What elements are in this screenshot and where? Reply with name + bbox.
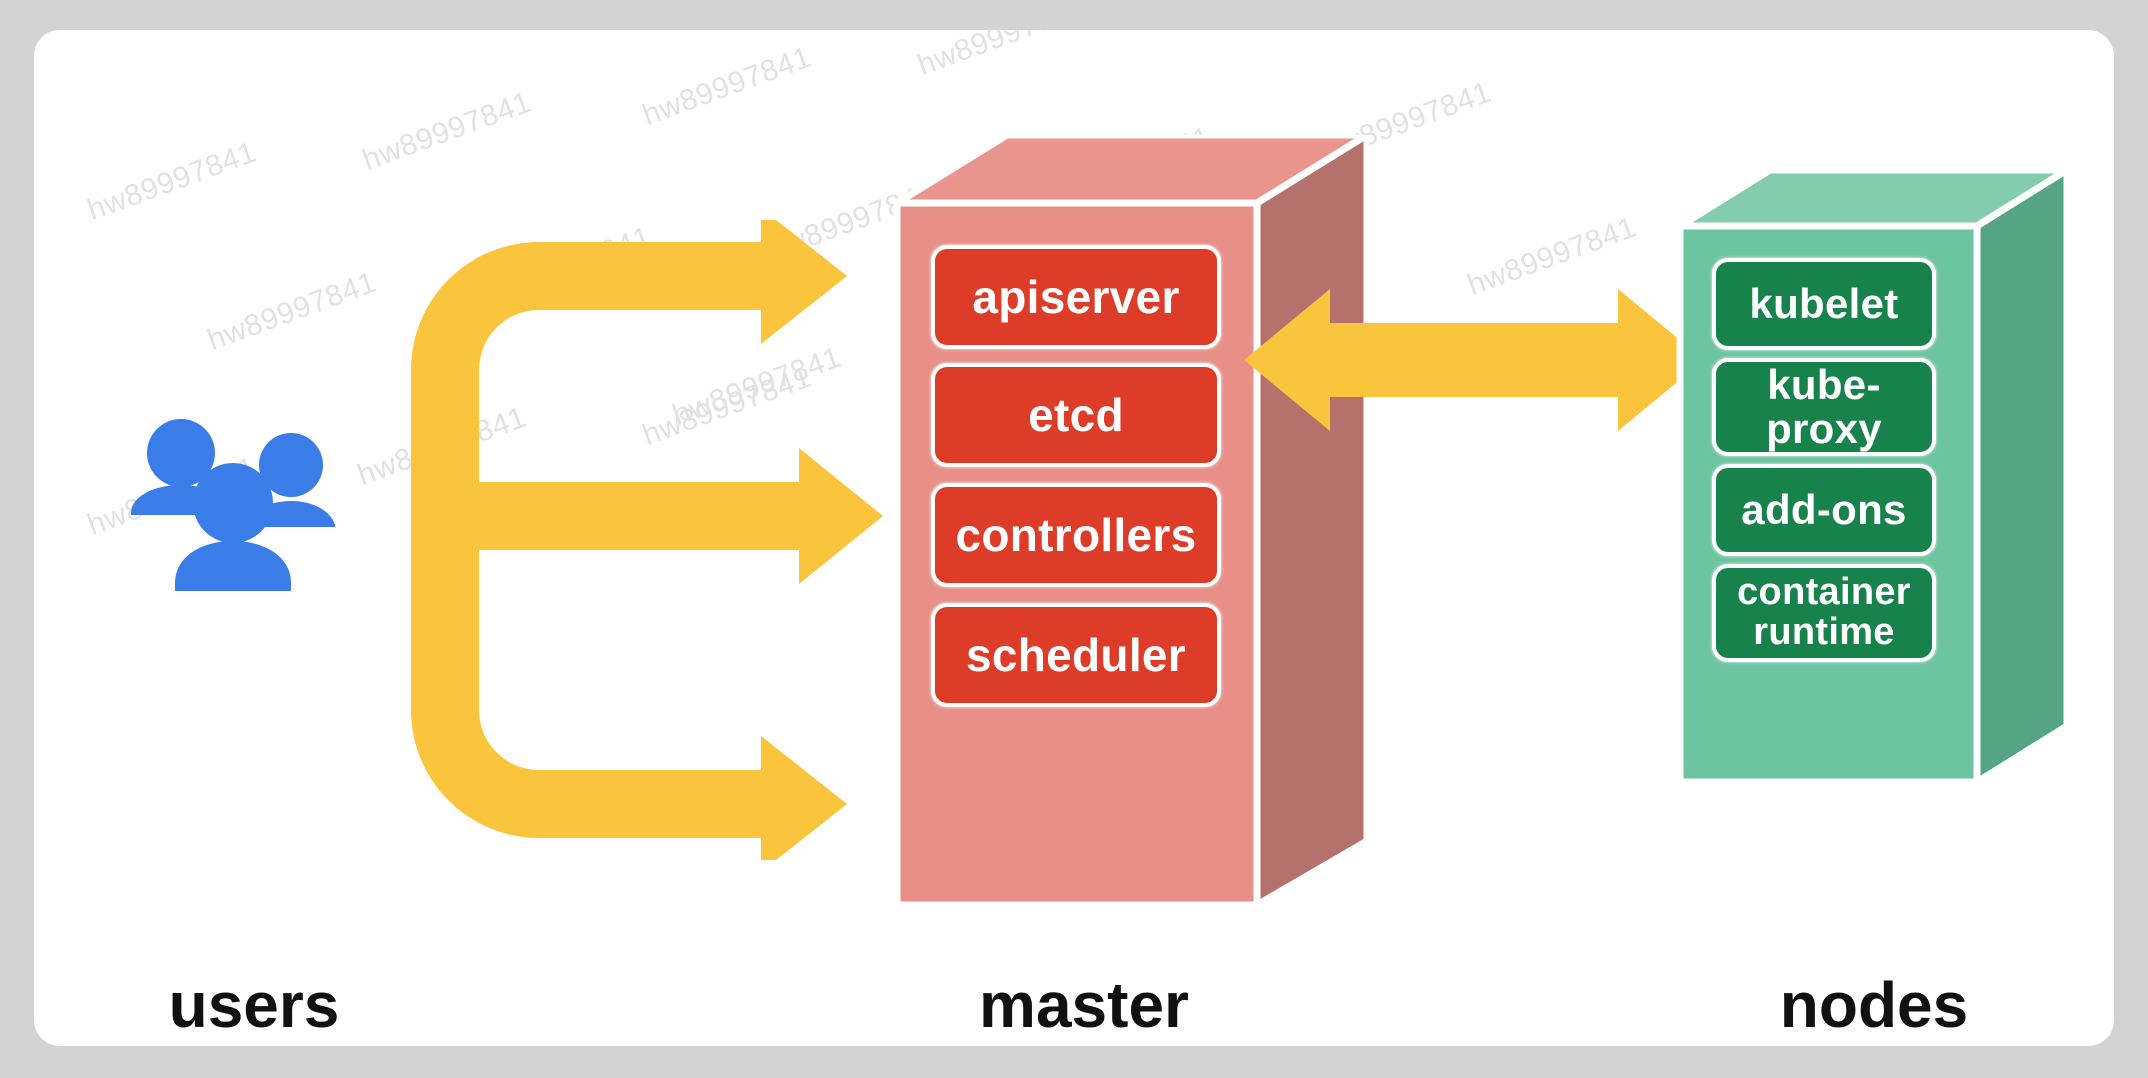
master-component-controllers[interactable]: controllers	[931, 483, 1221, 587]
master-component-scheduler[interactable]: scheduler	[931, 603, 1221, 707]
diagram-canvas-border: hw89997841 hw89997841 hw89997841 hw89997841…	[34, 30, 2114, 1046]
node-component-kube-proxy-line1: kube-	[1767, 360, 1881, 408]
watermark-text: hw89997841	[358, 85, 536, 178]
node-component-kubelet[interactable]: kubelet	[1712, 258, 1936, 350]
master-component-list: apiserver etcd controllers scheduler	[889, 135, 1369, 925]
worker-nodes-box: kubelet kube- proxy add-ons container ru…	[1674, 170, 2069, 795]
master-component-apiserver[interactable]: apiserver	[931, 245, 1221, 349]
master-to-nodes-arrow	[1244, 275, 1704, 445]
watermark-text: hw89997841	[83, 135, 261, 228]
node-component-container-runtime[interactable]: container runtime	[1712, 564, 1936, 662]
node-component-add-ons[interactable]: add-ons	[1712, 464, 1936, 556]
master-label: master	[979, 969, 1189, 1041]
users-group-icon	[119, 405, 359, 605]
node-component-container-runtime-line1: container	[1737, 571, 1911, 614]
node-component-kube-proxy[interactable]: kube- proxy	[1712, 358, 1936, 456]
users-label: users	[168, 969, 340, 1041]
diagram-canvas: hw89997841 hw89997841 hw89997841 hw89997841…	[34, 30, 2114, 1046]
node-component-kube-proxy-line2: proxy	[1766, 405, 1882, 452]
users-to-master-arrow	[389, 208, 949, 872]
watermark-text: hw89997841	[638, 40, 816, 133]
master-node-box: apiserver etcd controllers scheduler	[889, 135, 1369, 925]
node-component-container-runtime-line2: runtime	[1753, 611, 1895, 653]
watermark-text: hw89997841	[203, 265, 381, 358]
node-component-list: kubelet kube- proxy add-ons container ru…	[1674, 170, 2069, 795]
master-component-etcd[interactable]: etcd	[931, 363, 1221, 467]
nodes-label: nodes	[1779, 969, 1969, 1041]
watermark-text: hw89997841	[913, 30, 1091, 83]
